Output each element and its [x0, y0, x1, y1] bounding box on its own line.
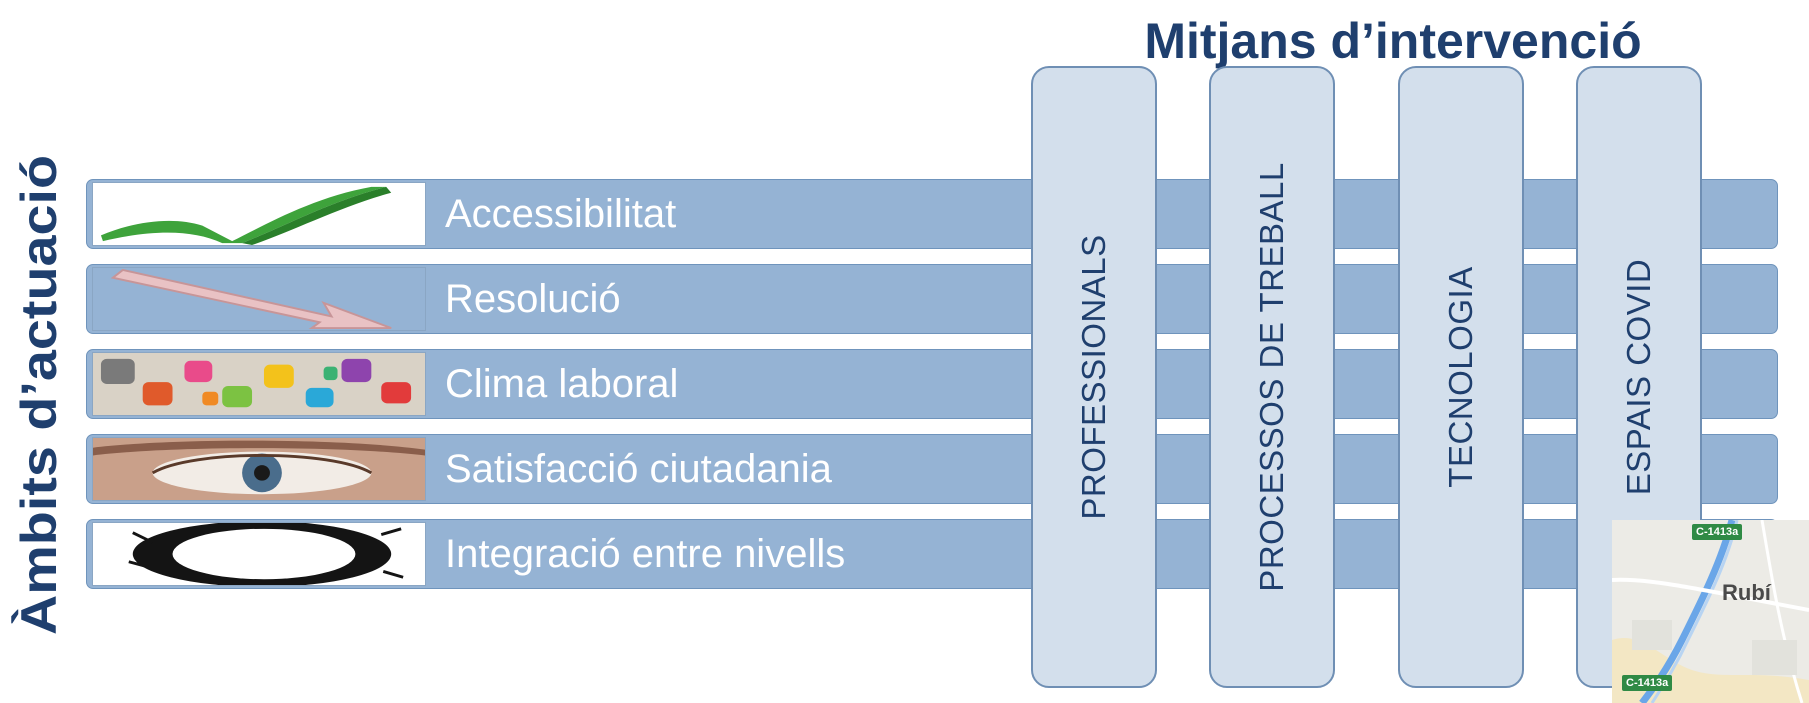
- map-place-label: Rubí: [1722, 580, 1771, 605]
- eye-icon: [92, 437, 426, 501]
- map-thumbnail: C-1413a Rubí C-1413a: [1612, 520, 1809, 703]
- title-ambits-text: Àmbits d’actuació: [11, 155, 67, 635]
- arrow-down-right-icon: [92, 267, 426, 331]
- pillar-tecnologia: TECNOLOGIA: [1398, 66, 1524, 688]
- pillar-professionals: PROFESSIONALS: [1031, 66, 1157, 688]
- checkmark-icon: [92, 182, 426, 246]
- puzzle-pieces-icon: [92, 352, 426, 416]
- pillar-label: TECNOLOGIA: [1442, 266, 1479, 488]
- pillar-label: PROFESSIONALS: [1075, 234, 1112, 520]
- black-ring-icon: [92, 522, 426, 586]
- row-label-resolucio: Resolució: [445, 277, 621, 321]
- row-label-clima-laboral: Clima laboral: [445, 362, 679, 406]
- pillar-label: ESPAIS COVID: [1620, 258, 1657, 496]
- row-label-satisfaccio-ciutadania: Satisfacció ciutadania: [445, 447, 832, 491]
- row-label-accessibilitat: Accessibilitat: [445, 192, 677, 236]
- pillar-processos-treball: PROCESSOS DE TREBALL: [1209, 66, 1335, 688]
- title-ambits: Àmbits d’actuació: [4, 150, 74, 640]
- road-badge-bottom: C-1413a: [1622, 675, 1673, 691]
- pillar-label: PROCESSOS DE TREBALL: [1253, 162, 1290, 592]
- road-badge-top: C-1413a: [1692, 524, 1743, 540]
- title-mitjans: Mitjans d’intervenció: [1144, 13, 1642, 69]
- row-label-integracio-nivells: Integració entre nivells: [445, 532, 846, 576]
